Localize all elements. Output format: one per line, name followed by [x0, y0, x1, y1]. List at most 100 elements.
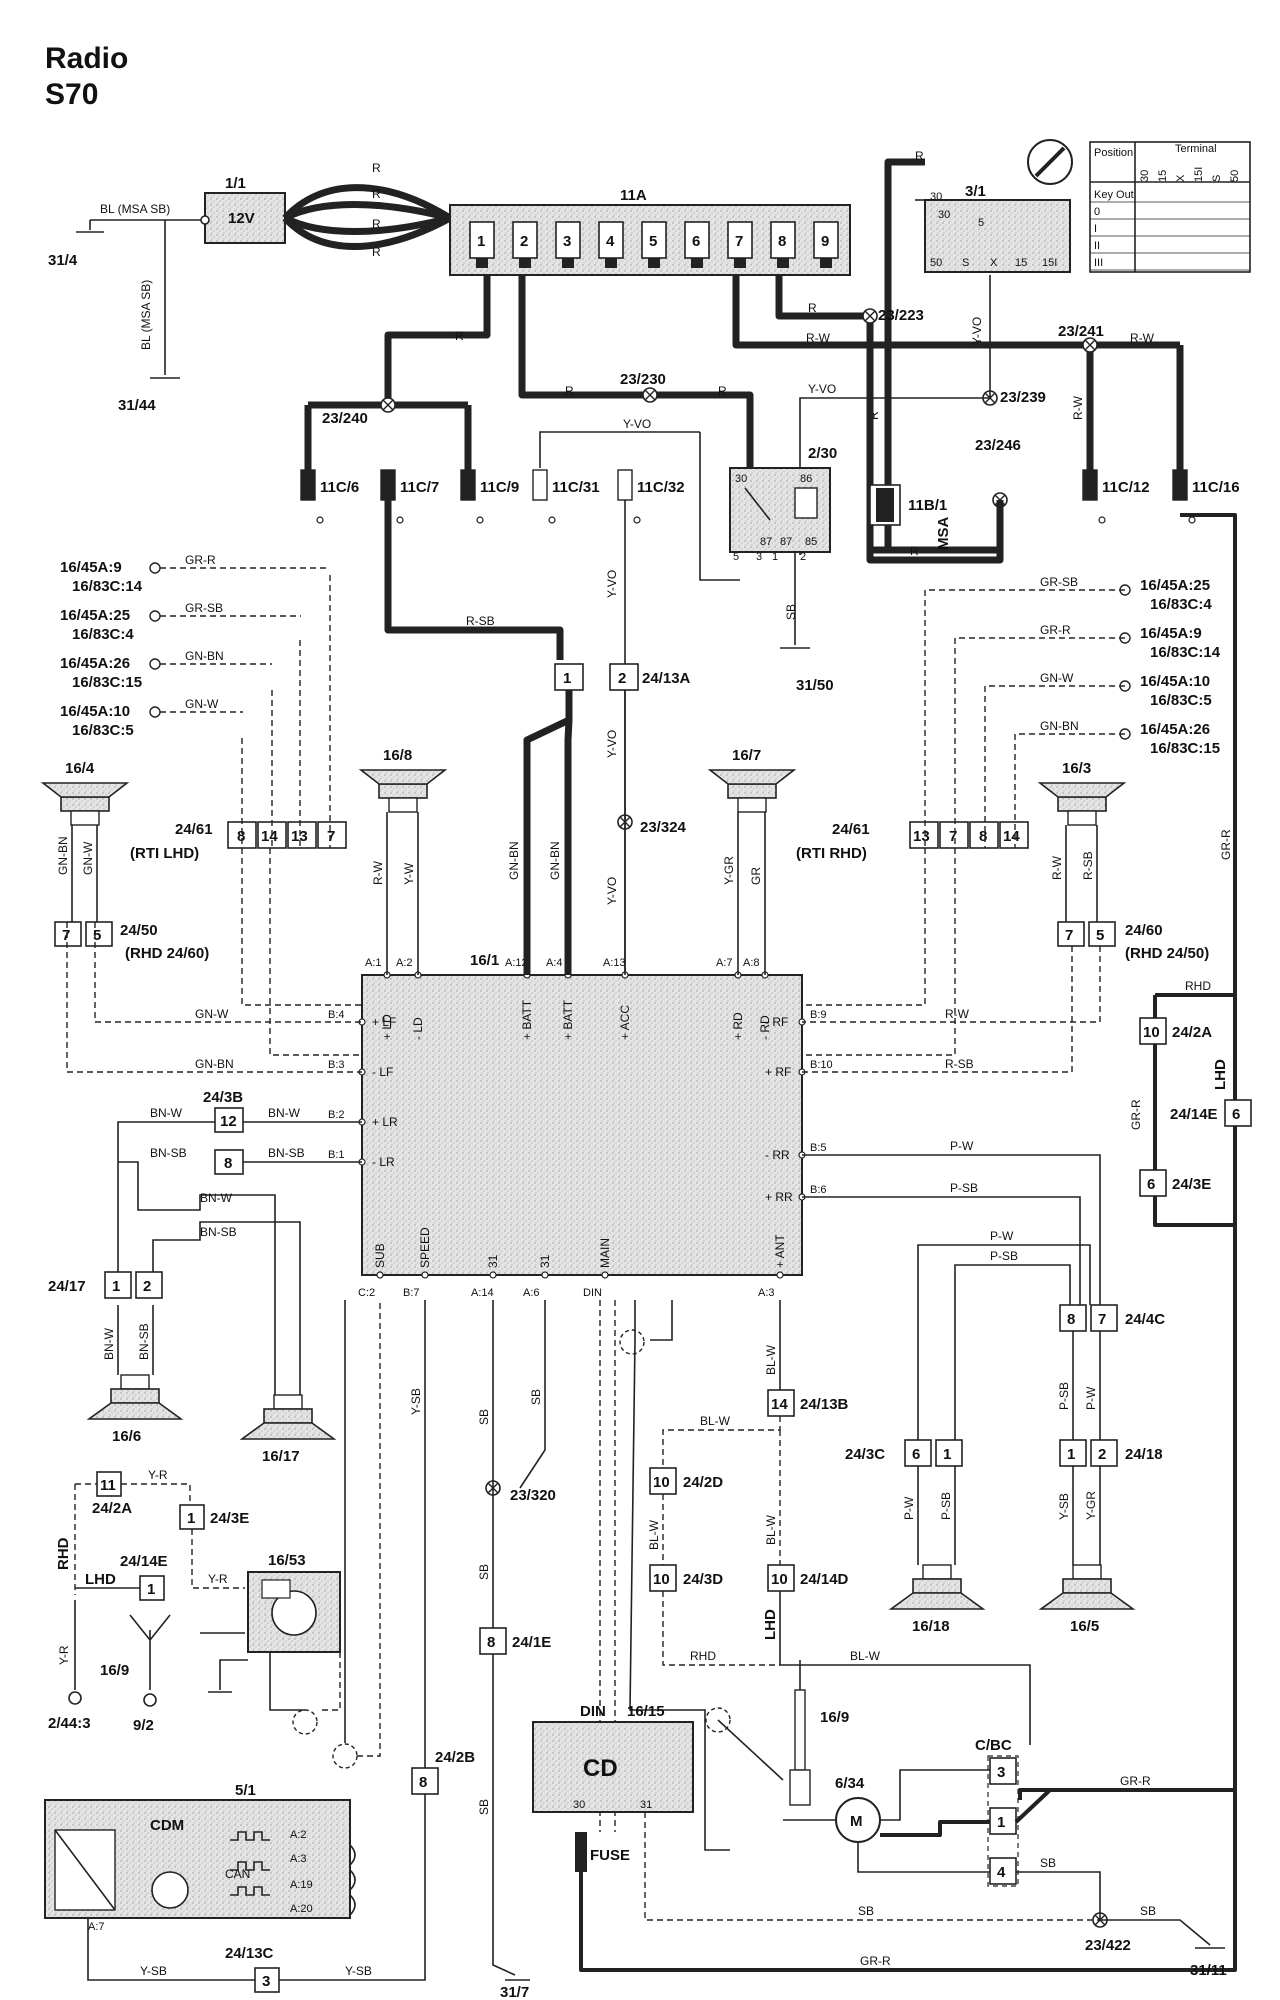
- msa-r: R: [910, 544, 919, 558]
- signal-label: 16/45A:25: [1140, 577, 1210, 594]
- relay-p86: 86: [800, 473, 812, 485]
- rhd-right: RHD: [1185, 979, 1211, 993]
- fuse-slot: [512, 221, 538, 259]
- speed-ysb: Y-SB: [409, 1388, 423, 1415]
- svg-text:8: 8: [224, 1155, 232, 1172]
- c-24-2d: 24/2D: [683, 1474, 723, 1491]
- low-yr-c: Y-R: [57, 1645, 71, 1665]
- svg-text:5: 5: [93, 927, 101, 944]
- c-24-50: 24/50: [120, 922, 158, 939]
- radio-signal: + BATT: [561, 999, 575, 1040]
- c-24-3b: 24/3B: [203, 1089, 243, 1106]
- signal-wire: GR-R: [1040, 623, 1071, 637]
- radio-pin: B:4: [328, 1009, 345, 1021]
- radio-pin: B:7: [403, 1287, 420, 1299]
- svg-text:7: 7: [327, 828, 335, 845]
- fuse-label: 11C/9: [480, 479, 519, 496]
- signal-label: 16/83C:5: [1150, 692, 1212, 709]
- cbc-p3: 3: [997, 1764, 1005, 1781]
- signal-label: 16/83C:5: [72, 722, 134, 739]
- fuse-label: 11C/6: [320, 479, 359, 496]
- wire-label-r2: R: [372, 187, 381, 201]
- fuse-number: 2: [520, 233, 528, 250]
- c-24-14e-low: 24/14E: [120, 1553, 168, 1570]
- fuse-slot: [813, 221, 839, 259]
- lr-bnsb-c: BN-SB: [200, 1225, 237, 1239]
- cbc-p1: 1: [997, 1814, 1005, 1831]
- fuse-slot: [598, 221, 624, 259]
- ign-t50: 50: [930, 257, 942, 269]
- bot-sb-c: SB: [477, 1564, 491, 1580]
- cdm-label: CDM: [150, 1817, 184, 1834]
- grr-right-mid: GR-R: [1129, 1099, 1143, 1130]
- radio-signal: + RF: [765, 1065, 791, 1079]
- table-col: 50: [1229, 170, 1241, 182]
- ign-feed-r: R: [915, 149, 924, 163]
- fuse-label: 11C/12: [1102, 479, 1150, 496]
- fuse-slot: [770, 221, 796, 259]
- cd-grr: GR-R: [860, 1954, 891, 1968]
- speaker-label: 16/6: [112, 1428, 141, 1445]
- c-24-61-left: 24/61: [175, 821, 213, 838]
- svg-text:3: 3: [262, 1973, 270, 1990]
- radio-top-wires: GN-BN GN-BN 23/324: [507, 690, 687, 975]
- speaker-icon: [888, 1592, 986, 1610]
- c-2-44-3: 2/44:3: [48, 1715, 91, 1732]
- c-24-2b: 24/2B: [435, 1749, 475, 1766]
- bot-sb-b: SB: [529, 1389, 543, 1405]
- right-signal-list: 16/45A:2516/83C:4GR-SB16/45A:916/83C:14G…: [1040, 575, 1221, 757]
- ground-31-7: 31/7: [500, 1984, 529, 2000]
- ground-31-11: 31/11: [1190, 1962, 1227, 1979]
- c-24-13b: 24/13B: [800, 1396, 849, 1413]
- ign-ts: S: [962, 257, 969, 269]
- relay-sb: SB: [784, 604, 798, 620]
- radio-signal: 31: [538, 1254, 552, 1268]
- signal-label: 16/83C:4: [1150, 596, 1212, 613]
- signal-label: 16/45A:9: [1140, 625, 1202, 642]
- speaker-label: 16/8: [383, 747, 412, 764]
- rr-pw-c: P-W: [1084, 1386, 1098, 1410]
- cdm-module: 5/1 CDM CAN A:2 A:3 A:19 A:20 A:7 Y-SB 3…: [44, 1782, 372, 1993]
- sp164-gnw: GN-W: [81, 841, 95, 875]
- radio-pin: B:1: [328, 1149, 345, 1161]
- motor-id: 6/34: [835, 1775, 865, 1792]
- fuse-slot: [684, 221, 710, 259]
- ant-lhd: LHD: [762, 1609, 779, 1640]
- ant-blw-b: BL-W: [700, 1414, 731, 1428]
- cbc-label: C/BC: [975, 1737, 1012, 1754]
- antenna-id-right: 16/9: [820, 1709, 849, 1726]
- signal-label: 16/45A:26: [60, 655, 130, 672]
- fuse-number: 4: [606, 233, 615, 250]
- signal-label: 16/83C:15: [72, 674, 142, 691]
- w-rsb: R-SB: [466, 614, 495, 628]
- radio-signal: SUB: [373, 1243, 387, 1268]
- antenna-16-9-left: 16/9: [100, 1662, 129, 1679]
- cd-id: 16/15: [627, 1703, 665, 1720]
- relay-2-30: 2/30 30 86 87 87 85 5 3 1 2 SB 31/50: [729, 445, 837, 694]
- table-col: S: [1211, 175, 1223, 182]
- cd-label: CD: [583, 1755, 618, 1782]
- sp165-ysb: Y-SB: [1057, 1493, 1071, 1520]
- table-col: 30: [1139, 170, 1151, 182]
- svg-text:14: 14: [1003, 828, 1020, 845]
- lr-bnsb-b: BN-SB: [268, 1146, 305, 1160]
- sp167-gr: GR: [749, 867, 763, 885]
- signal-label: 16/83C:4: [72, 626, 134, 643]
- cd-p31: 31: [640, 1799, 652, 1811]
- ign-tx: X: [990, 257, 998, 269]
- signal-wire: GN-BN: [1040, 719, 1079, 733]
- low-yr-b: Y-R: [208, 1572, 228, 1586]
- speaker-icon: [239, 1422, 337, 1440]
- sp168-yw: Y-W: [402, 862, 416, 885]
- cd-p30: 30: [573, 1799, 585, 1811]
- fuse-icon: [617, 469, 633, 501]
- c-24-4c: 24/4C: [1125, 1311, 1165, 1328]
- fuse-number: 9: [821, 233, 829, 250]
- ign-t15: 15: [1015, 257, 1027, 269]
- radio-signal: + BATT: [520, 999, 534, 1040]
- fuse-number: 7: [735, 233, 743, 250]
